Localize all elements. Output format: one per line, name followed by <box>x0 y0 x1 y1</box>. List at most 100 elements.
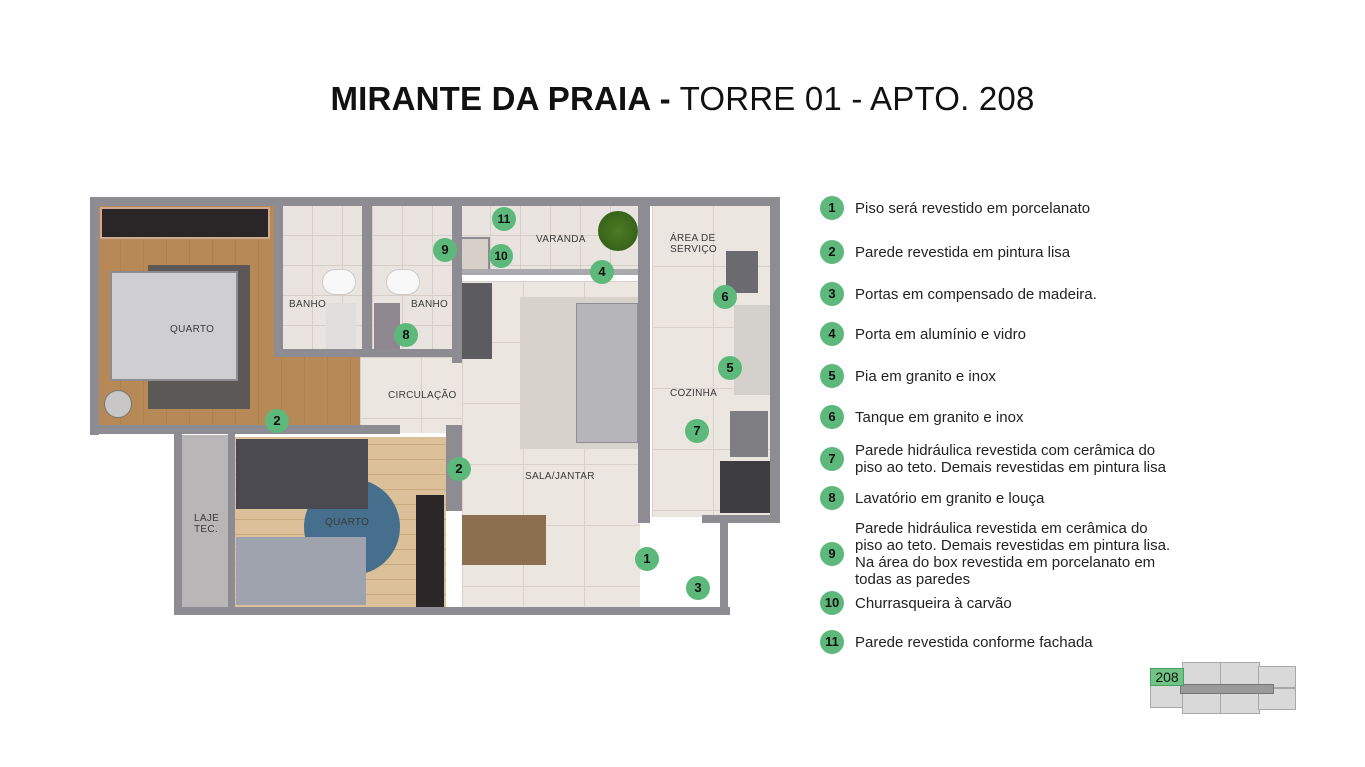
marker-10: 10 <box>489 244 513 268</box>
legend-badge: 4 <box>820 322 844 346</box>
legend-item: 8 Lavatório em granito e louça <box>820 486 1175 510</box>
legend-item: 9 Parede hidráulica revestida em cerâmic… <box>820 520 1175 588</box>
wall <box>702 515 780 523</box>
legend-badge: 7 <box>820 447 844 471</box>
label-area-servico-2: SERVIÇO <box>670 244 717 255</box>
legend-badge: 5 <box>820 364 844 388</box>
legend-text: Tanque em granito e inox <box>855 408 1024 426</box>
marker-6: 6 <box>713 285 737 309</box>
keyplan-unit <box>1258 666 1296 688</box>
keyplan-unit <box>1220 692 1260 714</box>
room-circulacao <box>360 357 464 433</box>
wardrobe-quarto-2 <box>416 495 444 607</box>
wall <box>462 269 638 275</box>
marker-11: 11 <box>492 207 516 231</box>
wall <box>90 197 780 206</box>
sink-1 <box>326 303 356 351</box>
marker-8: 8 <box>394 323 418 347</box>
title-development: MIRANTE DA PRAIA - <box>330 80 671 117</box>
bed-quarto-2-b <box>236 537 366 605</box>
wall <box>362 205 372 355</box>
keyplan-corridor <box>1180 684 1274 694</box>
marker-2a: 2 <box>265 409 289 433</box>
bed-quarto-2-a <box>236 439 368 509</box>
wall <box>638 205 650 523</box>
wall <box>770 197 780 523</box>
legend-item: 2 Parede revestida em pintura lisa <box>820 240 1175 264</box>
legend-item: 1 Piso será revestido em porcelanato <box>820 196 1175 220</box>
tv-rack <box>462 283 492 359</box>
marker-4: 4 <box>590 260 614 284</box>
fridge <box>720 461 770 513</box>
legend-badge: 10 <box>820 591 844 615</box>
stove <box>730 411 768 457</box>
legend-badge: 8 <box>820 486 844 510</box>
legend-text: Churrasqueira à carvão <box>855 594 1012 612</box>
label-laje-1: LAJE <box>194 513 220 524</box>
label-quarto-2: QUARTO <box>325 517 370 528</box>
keyplan-unit <box>1182 662 1222 686</box>
legend-badge: 3 <box>820 282 844 306</box>
legend-item: 7 Parede hidráulica revestida com cerâmi… <box>820 442 1175 476</box>
label-area-servico-1: ÁREA DE <box>670 233 716 244</box>
wall <box>174 433 182 615</box>
wall <box>720 515 728 615</box>
marker-1: 1 <box>635 547 659 571</box>
keyplan-unit <box>1220 662 1260 686</box>
marker-9: 9 <box>433 238 457 262</box>
legend-badge: 1 <box>820 196 844 220</box>
counter-granite <box>734 305 770 395</box>
legend-item: 4 Porta em alumínio e vidro <box>820 322 1175 346</box>
marker-2b: 2 <box>447 457 471 481</box>
legend-item: 3 Portas em compensado de madeira. <box>820 282 1175 306</box>
floor-plan: QUARTO BANHO BANHO CIRCULAÇÃO VARANDA ÁR… <box>90 197 782 617</box>
wardrobe-quarto-1 <box>100 207 270 239</box>
toilet-2 <box>386 269 420 295</box>
keyplan-unit <box>1182 692 1222 714</box>
bed-quarto-1 <box>110 271 238 381</box>
legend-text: Pia em granito e inox <box>855 367 996 385</box>
legend-text: Piso será revestido em porcelanato <box>855 199 1091 217</box>
label-banho-1: BANHO <box>289 299 327 310</box>
label-banho-2: BANHO <box>411 299 449 310</box>
legend-text: Lavatório em granito e louça <box>855 489 1045 507</box>
keyplan-unit-208: 208 <box>1150 668 1184 686</box>
label-varanda: VARANDA <box>536 234 586 245</box>
legend-badge: 2 <box>820 240 844 264</box>
marker-5: 5 <box>718 356 742 380</box>
wall <box>452 205 462 363</box>
label-circulacao: CIRCULAÇÃO <box>388 390 457 401</box>
label-cozinha: COZINHA <box>670 388 718 399</box>
legend-item: 5 Pia em granito e inox <box>820 364 1175 388</box>
legend-item: 6 Tanque em granito e inox <box>820 405 1175 429</box>
legend-text: Parede revestida em pintura lisa <box>855 243 1071 261</box>
legend-text: Porta em alumínio e vidro <box>855 325 1026 343</box>
sofa <box>576 303 638 443</box>
title-unit: TORRE 01 - APTO. 208 <box>679 80 1035 117</box>
label-sala-jantar: SALA/JANTAR <box>525 471 595 482</box>
legend-text: Parede hidráulica revestida com cerâmica… <box>855 442 1166 476</box>
legend-text: Parede revestida conforme fachada <box>855 633 1093 651</box>
keyplan-unit <box>1150 684 1184 708</box>
legend-badge: 9 <box>820 542 844 566</box>
toilet-1 <box>322 269 356 295</box>
wall <box>90 425 400 434</box>
wall <box>174 607 730 615</box>
legend-item: 10 Churrasqueira à carvão <box>820 591 1175 615</box>
legend-text: Parede hidráulica revestida em cerâmica … <box>855 520 1171 588</box>
wall <box>274 205 283 355</box>
dining-table <box>462 515 546 565</box>
churrasqueira <box>460 237 490 271</box>
legend-badge: 6 <box>820 405 844 429</box>
wall <box>90 197 99 435</box>
room-laje-tecnica <box>176 435 228 613</box>
legend-text: Portas em compensado de madeira. <box>855 285 1097 303</box>
wall <box>228 433 235 613</box>
plant <box>598 211 638 251</box>
marker-3: 3 <box>686 576 710 600</box>
label-laje-2: TEC. <box>194 524 218 535</box>
legend-badge: 11 <box>820 630 844 654</box>
page-title: MIRANTE DA PRAIA - TORRE 01 - APTO. 208 <box>0 80 1365 118</box>
label-quarto-1: QUARTO <box>170 324 215 335</box>
nightstand-quarto-1 <box>104 390 132 418</box>
